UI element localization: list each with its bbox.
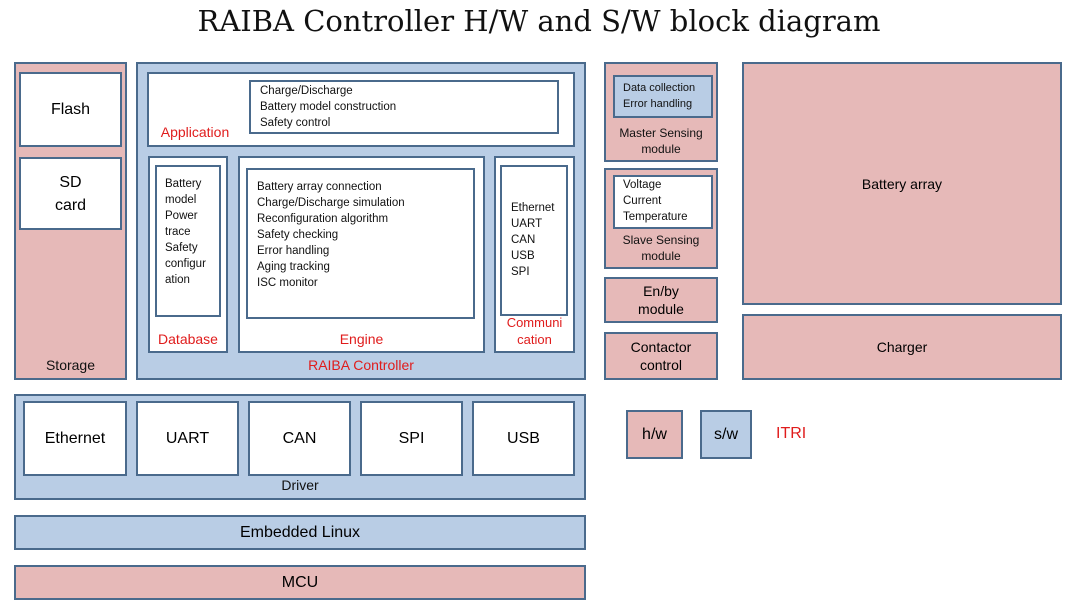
driver-uart-block: UART — [136, 401, 239, 476]
sd-card-block: SD card — [19, 157, 122, 230]
communication-items: Ethernet UART CAN USB SPI — [511, 202, 555, 278]
driver-spi-label: SPI — [398, 429, 425, 447]
database-label: Database — [158, 331, 218, 347]
database-items: Battery model Power trace Safety configu… — [165, 178, 206, 286]
application-items-box — [249, 80, 559, 134]
engine-items-box — [246, 168, 475, 319]
charger-block: Charger — [742, 314, 1062, 380]
communication-label: Communi cation — [506, 315, 563, 347]
legend-hw-swatch: h/w — [626, 410, 683, 459]
legend-sw-swatch: s/w — [700, 410, 752, 459]
diagram-title: RAIBA Controller H/W and S/W block diagr… — [197, 4, 881, 38]
enby-module-label: En/by module — [638, 283, 684, 317]
driver-usb-label: USB — [507, 429, 540, 447]
legend-sw-label: s/w — [714, 425, 738, 443]
engine-items: Battery array connection Charge/Discharg… — [257, 181, 405, 289]
contactor-control-label: Contactor control — [630, 339, 692, 373]
flash-label: Flash — [50, 100, 91, 118]
legend-org-label: ITRI — [776, 425, 807, 442]
contactor-control-block: Contactor control — [604, 332, 718, 380]
mcu-label: MCU — [281, 573, 319, 591]
slave-sensing-items-box — [613, 175, 713, 229]
master-sensing-items: Data collection Error handling — [623, 82, 696, 110]
storage-label: Storage — [45, 357, 96, 373]
driver-uart-label: UART — [165, 429, 210, 447]
master-sensing-label: Master Sensing module — [619, 126, 703, 156]
communication-items-box — [500, 165, 568, 316]
raiba-controller-label: RAIBA Controller — [308, 357, 414, 373]
driver-label: Driver — [281, 477, 319, 493]
master-sensing-items-box — [613, 75, 713, 118]
driver-usb-block: USB — [472, 401, 575, 476]
slave-sensing-items: Voltage Current Temperature — [623, 179, 688, 223]
driver-can-label: CAN — [282, 429, 317, 447]
engine-label: Engine — [339, 331, 384, 347]
embedded-linux-label: Embedded Linux — [239, 523, 361, 541]
battery-array-label: Battery array — [861, 175, 943, 192]
driver-can-block: CAN — [248, 401, 351, 476]
driver-ethernet-block: Ethernet — [23, 401, 127, 476]
mcu-block: MCU — [14, 565, 586, 600]
sd-card-label: SD card — [54, 173, 87, 214]
database-items-box — [155, 165, 221, 317]
charger-label: Charger — [876, 339, 928, 355]
flash-block: Flash — [19, 72, 122, 147]
slave-sensing-label: Slave Sensing module — [622, 233, 700, 263]
battery-array-block: Battery array — [742, 62, 1062, 305]
application-label: Application — [160, 124, 230, 140]
driver-ethernet-label: Ethernet — [44, 429, 106, 447]
legend-hw-label: h/w — [642, 425, 667, 443]
enby-module-block: En/by module — [604, 277, 718, 323]
driver-spi-block: SPI — [360, 401, 463, 476]
embedded-linux-block: Embedded Linux — [14, 515, 586, 550]
application-items: Charge/Discharge Battery model construct… — [260, 85, 397, 129]
